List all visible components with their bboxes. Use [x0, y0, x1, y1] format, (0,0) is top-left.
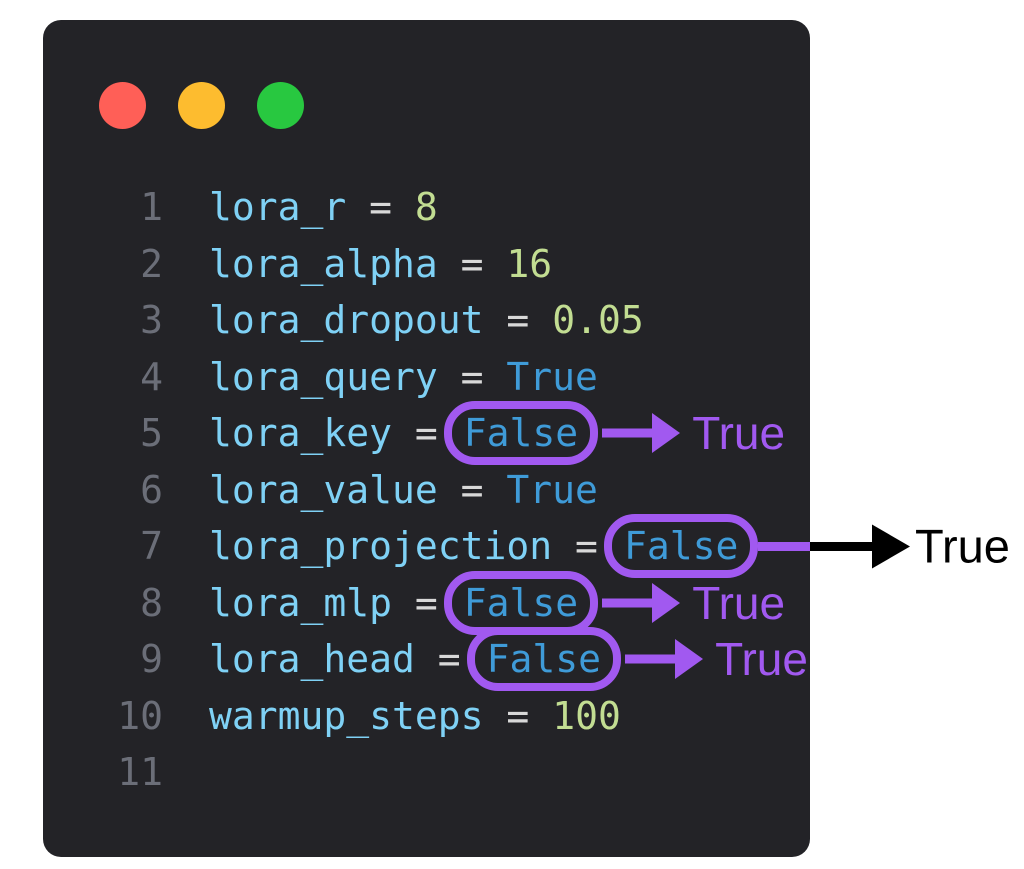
code-line[interactable]: 3 lora_dropout = 0.05: [71, 292, 810, 349]
code-content: lora_head = False True: [209, 627, 810, 692]
code-content: warmup_steps = 100: [209, 688, 810, 745]
code-line[interactable]: 2 lora_alpha = 16: [71, 236, 810, 293]
token-variable: lora_key: [209, 411, 393, 456]
token-operator: =: [437, 241, 507, 286]
token-keyword: True: [506, 467, 598, 512]
code-line[interactable]: 11: [71, 744, 810, 801]
black-arrow-icon: [810, 524, 910, 569]
highlight-circle: False: [603, 514, 759, 579]
code-content: lora_dropout = 0.05: [209, 292, 810, 349]
code-content: lora_alpha = 16: [209, 236, 810, 293]
line-number: 7: [140, 524, 163, 569]
code-content: lora_projection = False: [209, 514, 810, 579]
token-number: 0.05: [552, 298, 644, 343]
token-number: 100: [552, 693, 621, 738]
code-line[interactable]: 10 warmup_steps = 100: [71, 688, 810, 745]
token-variable: lora_head: [209, 637, 415, 682]
token-variable: lora_alpha: [209, 241, 438, 286]
code-editor-window: 1 lora_r = 8 2 lora_alpha = 16 3 lora_dropout…: [43, 20, 1010, 857]
code-line[interactable]: 7 lora_projection = False True: [71, 514, 1010, 579]
token-variable: lora_value: [209, 467, 438, 512]
zoom-button[interactable]: [257, 82, 304, 129]
window-traffic-lights: [99, 82, 810, 129]
token-keyword: False: [463, 411, 579, 456]
token-operator: =: [483, 693, 553, 738]
token-operator: =: [392, 580, 438, 625]
token-operator: =: [392, 411, 438, 456]
line-number: 3: [140, 298, 163, 343]
token-number: 16: [506, 241, 553, 286]
token-variable: lora_r: [209, 185, 347, 230]
purple-connector-line: [758, 541, 810, 551]
minimize-button[interactable]: [178, 82, 225, 129]
code-line[interactable]: 6 lora_value = True: [71, 462, 810, 519]
token-operator: =: [483, 298, 553, 343]
token-variable: lora_mlp: [209, 580, 393, 625]
token-variable: lora_query: [209, 354, 438, 399]
annotation-label: True: [915, 519, 1010, 573]
token-number: 8: [414, 185, 438, 230]
token-keyword: False: [463, 580, 579, 625]
line-number: 2: [140, 241, 163, 286]
close-button[interactable]: [99, 82, 146, 129]
outside-annotation: True: [810, 523, 1010, 570]
token-operator: =: [414, 637, 461, 682]
code-content: [209, 744, 810, 801]
purple-arrow-icon: [625, 639, 704, 680]
code-line[interactable]: 1 lora_r = 8: [71, 179, 810, 236]
code-lines: 1 lora_r = 8 2 lora_alpha = 16 3 lora_dropout…: [71, 179, 1010, 801]
line-number: 8: [140, 580, 163, 625]
token-operator: =: [346, 185, 415, 230]
highlight-circle: False: [466, 627, 622, 692]
token-keyword: True: [506, 354, 598, 399]
annotation-label: True: [692, 576, 786, 629]
token-variable: lora_projection: [209, 524, 553, 569]
line-number: 10: [117, 693, 163, 738]
token-variable: warmup_steps: [209, 693, 484, 738]
line-number: 4: [140, 354, 163, 399]
token-operator: =: [437, 354, 507, 399]
code-line[interactable]: 9 lora_head = False True: [71, 627, 810, 692]
code-line[interactable]: 4 lora_query = True: [71, 349, 810, 406]
token-variable: lora_dropout: [209, 298, 484, 343]
token-operator: =: [437, 467, 507, 512]
token-operator: =: [552, 524, 598, 569]
line-number: 5: [140, 411, 163, 456]
line-number: 6: [140, 467, 163, 512]
code-line[interactable]: 5 lora_key = False True: [71, 401, 810, 466]
line-number: 9: [140, 637, 163, 682]
token-keyword: False: [486, 637, 602, 682]
code-content: lora_value = True: [209, 462, 810, 519]
annotation-label: True: [692, 407, 786, 460]
purple-arrow-icon: [602, 582, 681, 623]
highlight-circle: False: [443, 401, 599, 466]
highlight-circle: False: [443, 570, 599, 635]
code-content: lora_mlp = False True: [209, 570, 810, 635]
line-number: 11: [117, 750, 163, 795]
annotation-label: True: [715, 633, 808, 686]
code-content: lora_r = 8: [209, 179, 810, 236]
code-content: lora_query = True: [209, 349, 810, 406]
line-number: 1: [140, 185, 163, 230]
code-line[interactable]: 8 lora_mlp = False True: [71, 570, 810, 635]
code-content: lora_key = False True: [209, 401, 810, 466]
purple-arrow-icon: [602, 413, 681, 454]
token-keyword: False: [623, 524, 739, 569]
